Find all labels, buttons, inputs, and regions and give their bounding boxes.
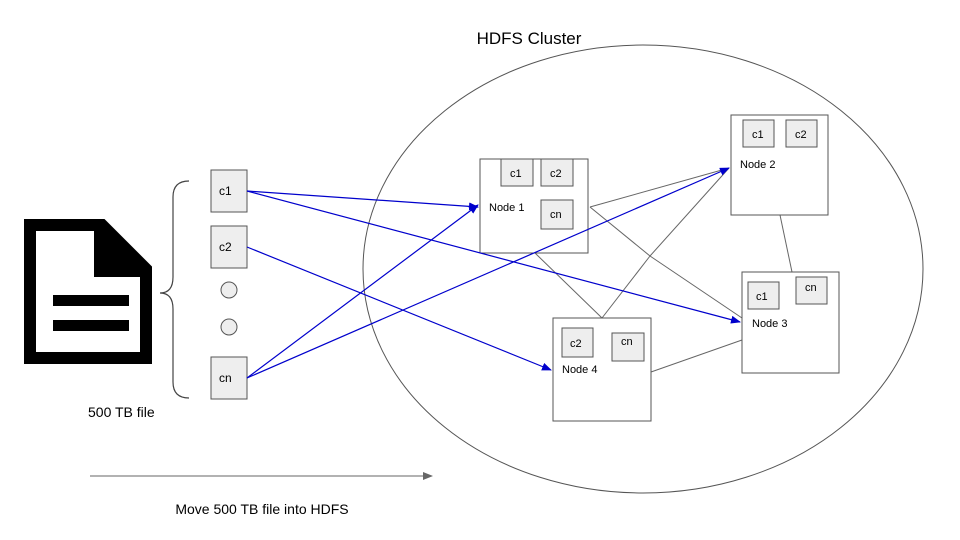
file-chunks: c1 c2 cn	[210, 169, 248, 400]
chunk-assignment-arrows	[246, 167, 741, 379]
node1-chunk-cn-label: cn	[550, 209, 562, 221]
node3-chunk-cn-label: cn	[805, 282, 817, 294]
hdfs-cluster-boundary	[362, 44, 924, 494]
node4-chunk-cn-label: cn	[621, 336, 633, 348]
node3-chunk-c1-label: c1	[756, 291, 768, 303]
chunk-box-c2	[210, 225, 248, 269]
node2-chunk-c2-label: c2	[795, 129, 807, 141]
node2-label: Node 2	[740, 159, 775, 171]
node4-chunk-cn	[611, 332, 645, 362]
chunk-label-c2: c2	[219, 240, 232, 254]
node1-label: Node 1	[489, 202, 524, 214]
arrow-cn-to-node1	[246, 204, 479, 379]
node-4: c2 cn Node 4	[552, 317, 652, 422]
node3-chunk-c1	[747, 281, 780, 310]
node-links	[534, 167, 793, 373]
node1-chunk-c2-label: c2	[550, 168, 562, 180]
chunk-label-cn: cn	[219, 371, 232, 385]
node1-chunk-cn	[540, 199, 574, 230]
move-caption: Move 500 TB file into HDFS	[175, 501, 348, 517]
node1-chunk-c1-label: c1	[510, 168, 522, 180]
node1-chunk-c1	[500, 158, 534, 187]
node3-label: Node 3	[752, 318, 787, 330]
node1-chunk-c2	[540, 158, 574, 187]
arrow-c1-to-node3	[246, 190, 741, 324]
ellipsis-dot	[220, 281, 238, 299]
ellipsis-dot	[220, 318, 238, 336]
chunk-brace	[159, 180, 190, 399]
arrow-c1-to-node1	[246, 190, 479, 211]
node4-chunk-c2-label: c2	[570, 338, 582, 350]
node4-label: Node 4	[562, 364, 597, 376]
node-3: c1 cn Node 3	[741, 271, 840, 374]
node-1: c1 c2 cn Node 1	[479, 158, 589, 254]
node2-chunk-c1	[742, 119, 775, 148]
cluster-title: HDFS Cluster	[477, 29, 582, 48]
node2-chunk-c2	[785, 119, 818, 148]
node4-chunk-c2	[561, 327, 594, 358]
file-size-label: 500 TB file	[88, 404, 155, 420]
chunk-label-c1: c1	[219, 184, 232, 198]
node3-chunk-cn	[795, 276, 828, 305]
document-icon	[24, 219, 152, 364]
node-2: c1 c2 Node 2	[730, 114, 829, 216]
node2-chunk-c1-label: c1	[752, 129, 764, 141]
arrow-c2-to-node4	[246, 246, 552, 371]
chunk-box-c1	[210, 169, 248, 213]
arrow-cn-to-node2	[246, 167, 730, 379]
